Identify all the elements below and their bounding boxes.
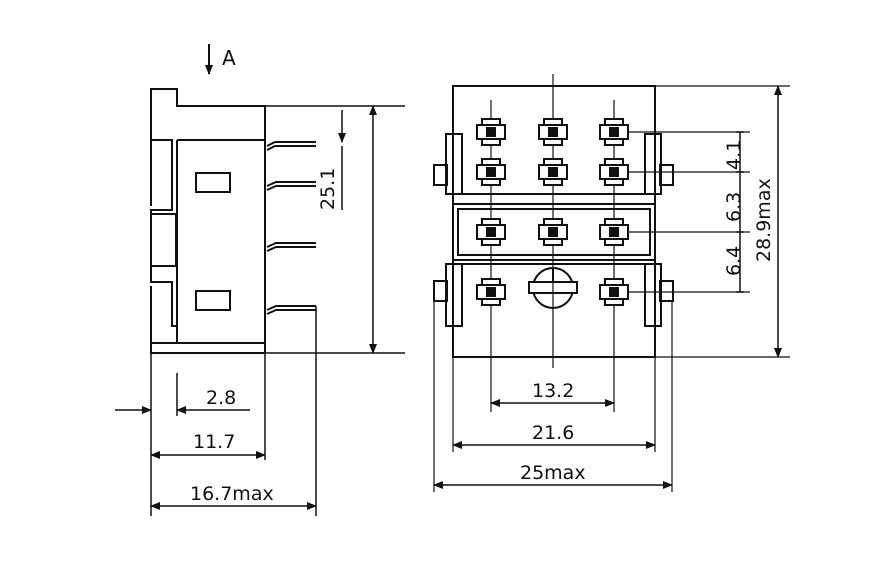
dimension-height-25-1: 25.1 (317, 105, 377, 354)
dim-overall-height-label: 28.9max (753, 178, 775, 262)
right-rail-top (644, 133, 662, 195)
side-view (150, 88, 405, 516)
pin-r1-c3 (599, 118, 629, 146)
pin-r2-c1 (476, 158, 506, 186)
side-latch (150, 213, 177, 267)
pin-r1-c1 (476, 118, 506, 146)
dimension-overall-height: 28.9max (753, 85, 782, 358)
dimension-pin-span: 13.2 (490, 380, 615, 407)
dimension-overall-width: 25max (433, 462, 673, 489)
pin-r3-c1 (476, 218, 506, 246)
right-screw-bottom (659, 280, 674, 302)
left-screw-bottom (433, 280, 448, 302)
dimension-offset-2-8: 2.8 (115, 387, 250, 414)
view-marker-label: A (222, 46, 236, 70)
side-pin-1 (266, 141, 316, 151)
dim-overall-width-label: 25max (520, 462, 586, 484)
pin-r3-c3 (599, 218, 629, 246)
side-window-top (195, 172, 231, 193)
pin-r2-c3 (599, 158, 629, 186)
pin-r4-c1 (476, 278, 506, 306)
pin-r3-c2 (538, 218, 568, 246)
dim-offset-label: 2.8 (206, 387, 236, 409)
dimension-pin-pitch: 4.1 6.3 6.4 (723, 131, 745, 293)
side-pin-3 (266, 242, 316, 252)
pin-r1-c2 (538, 118, 568, 146)
side-view-outline (150, 88, 266, 354)
dimension-body-width: 21.6 (452, 422, 656, 449)
side-window-bottom (195, 290, 231, 311)
dim-overall-depth-label: 16.7max (190, 483, 274, 505)
dimension-overall-depth: 16.7max (150, 483, 317, 510)
side-pin-4 (266, 305, 316, 315)
dim-pitch-mid-label: 6.3 (723, 192, 745, 222)
dimension-depth-11-7: 11.7 (150, 431, 266, 459)
dim-height-label: 25.1 (317, 168, 339, 210)
left-screw-top (433, 164, 448, 186)
dim-pitch-low-label: 6.4 (723, 246, 745, 276)
dim-pitch-top-label: 4.1 (723, 140, 745, 170)
dim-pin-span-label: 13.2 (532, 380, 574, 402)
side-pin-2 (266, 181, 316, 191)
pin-r4-c3 (599, 278, 629, 306)
front-extension-lines (433, 85, 790, 492)
pin-r2-c2 (538, 158, 568, 186)
right-rail-bottom (644, 263, 662, 327)
dim-base-depth-label: 11.7 (193, 431, 235, 453)
right-screw-top (659, 164, 674, 186)
dim-body-width-label: 21.6 (532, 422, 574, 444)
view-direction-marker: A (205, 44, 236, 75)
